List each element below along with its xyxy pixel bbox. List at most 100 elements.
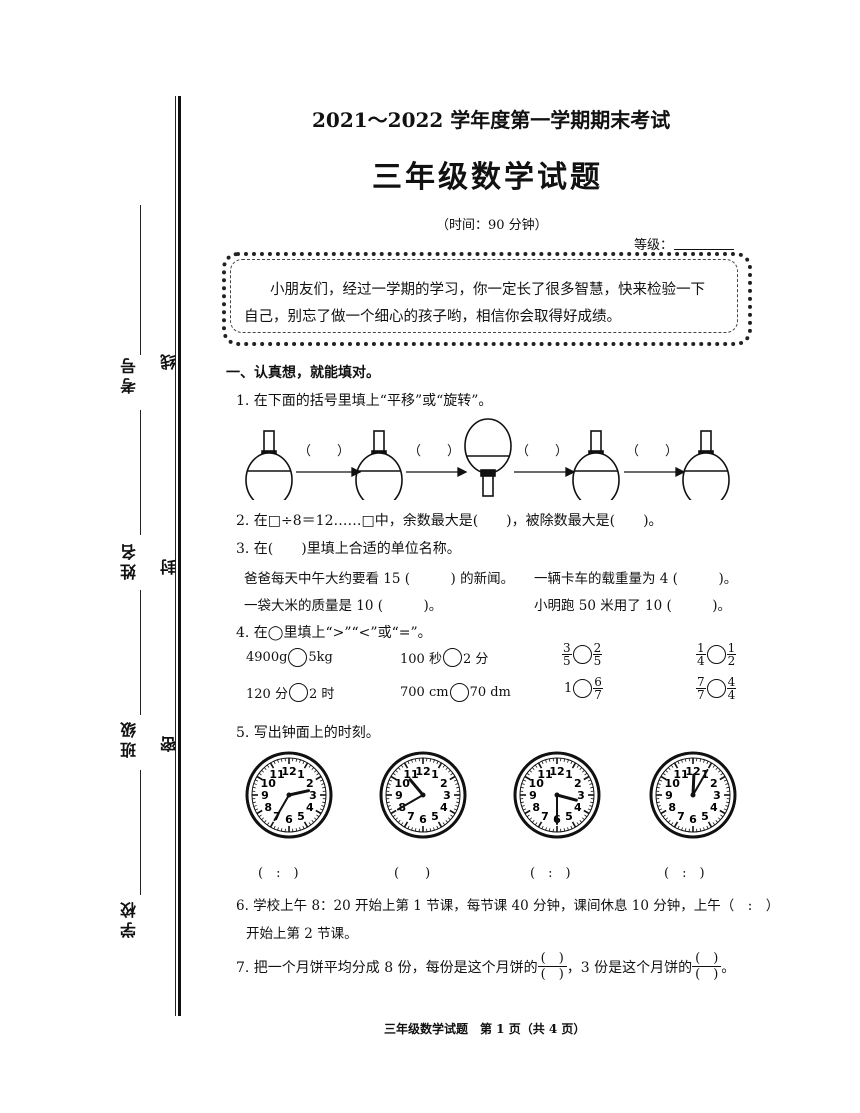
compare-circle[interactable] bbox=[442, 648, 462, 667]
hour-hand bbox=[691, 773, 696, 797]
clock-tick bbox=[321, 805, 325, 807]
clock-tick bbox=[706, 825, 709, 829]
clock-tick bbox=[395, 769, 399, 773]
clock-tick bbox=[670, 764, 674, 768]
clock-pivot bbox=[286, 792, 292, 798]
q6-line-1: 6. 学校上午 8：20 开始上第 1 节课，每节课 40 分钟，课间休息 10… bbox=[236, 898, 780, 914]
clock-tick bbox=[537, 821, 543, 828]
clock-tick bbox=[299, 759, 301, 763]
clock-numeral: 11 bbox=[673, 768, 688, 781]
clock-tick bbox=[529, 817, 533, 821]
compare-circle[interactable] bbox=[572, 645, 592, 664]
q5-blank-3[interactable]: ( : ) bbox=[530, 866, 571, 881]
q1-blank-2[interactable]: （ ） bbox=[408, 444, 461, 459]
q7-line: 7. 把一个月饼平均分成 8 份，每份是这个月饼的 ( )( ) ，3 份是这个… bbox=[236, 951, 736, 982]
clock-tick bbox=[436, 761, 439, 765]
clock-tick bbox=[665, 769, 669, 773]
clock-tick bbox=[659, 808, 663, 811]
q3-item-c: 一袋大米的质量是 10 ( )。 bbox=[244, 598, 443, 614]
clock-tick bbox=[589, 805, 593, 807]
grade-blank[interactable] bbox=[674, 249, 734, 250]
clock-tick bbox=[712, 764, 716, 768]
clock-numeral: 7 bbox=[541, 810, 549, 823]
clock-tick bbox=[684, 758, 687, 762]
clock-tick bbox=[707, 821, 713, 828]
clock-tick bbox=[571, 821, 577, 828]
clock-tick bbox=[657, 805, 661, 807]
clock-tick bbox=[261, 769, 265, 773]
compare-circle[interactable] bbox=[706, 679, 726, 698]
clock-tick bbox=[545, 759, 547, 763]
clock-tick bbox=[302, 761, 305, 765]
q6-line-2: 开始上第 2 节课。 bbox=[246, 926, 358, 942]
clock-tick bbox=[256, 809, 263, 815]
clock-tick bbox=[321, 783, 325, 785]
clock-tick bbox=[269, 762, 275, 769]
clock-tick bbox=[673, 762, 679, 769]
clock-tick bbox=[269, 821, 275, 828]
clock-tick bbox=[667, 767, 671, 771]
q5-blank-1[interactable]: ( : ) bbox=[258, 866, 299, 881]
clock-tick bbox=[392, 814, 396, 818]
grade-label: 等级： bbox=[634, 238, 674, 253]
q1-paddle-figure bbox=[245, 418, 730, 500]
compare-circle[interactable] bbox=[288, 683, 308, 702]
clock-tick bbox=[712, 822, 716, 826]
clock-tick bbox=[390, 809, 397, 815]
q7-fraction-blank-2[interactable]: ( )( ) bbox=[692, 951, 722, 982]
seal-secret-char: 密 bbox=[160, 732, 179, 752]
clock-numeral: 8 bbox=[264, 801, 272, 814]
clock-tick bbox=[576, 764, 580, 768]
clock-numeral: 8 bbox=[532, 801, 540, 814]
compare-circle[interactable] bbox=[706, 645, 726, 664]
clock-tick bbox=[453, 808, 457, 811]
clock-tick bbox=[570, 761, 573, 765]
clock-numeral: 1 bbox=[565, 768, 573, 781]
clock-tick bbox=[523, 779, 527, 782]
clock-tick bbox=[667, 819, 671, 823]
clock-tick bbox=[449, 809, 456, 815]
q7-fraction-blank-1[interactable]: ( )( ) bbox=[537, 951, 567, 982]
compare-circle[interactable] bbox=[449, 683, 469, 702]
clock-numeral: 2 bbox=[306, 777, 314, 790]
clock-tick bbox=[407, 761, 410, 765]
clock-tick bbox=[414, 758, 417, 762]
hour-hand bbox=[287, 789, 311, 797]
compare-circle[interactable] bbox=[573, 679, 593, 698]
clock-pivot bbox=[420, 792, 426, 798]
clock-tick bbox=[449, 775, 456, 781]
clock-tick bbox=[299, 827, 301, 831]
clock-tick bbox=[579, 819, 583, 823]
clock-tick bbox=[523, 808, 527, 811]
clock-tick bbox=[403, 821, 409, 828]
clock-tick bbox=[660, 775, 667, 781]
q1-blank-4[interactable]: （ ） bbox=[626, 444, 679, 459]
clock-tick bbox=[531, 767, 535, 771]
q5-blank-4[interactable]: ( : ) bbox=[664, 866, 705, 881]
clock-tick bbox=[567, 827, 569, 831]
clock-tick bbox=[442, 822, 446, 826]
clock-tick bbox=[720, 772, 724, 776]
clock-tick bbox=[315, 775, 322, 781]
q1-blank-1[interactable]: （ ） bbox=[298, 444, 351, 459]
clock-tick bbox=[534, 822, 538, 826]
clock-tick bbox=[302, 825, 305, 829]
clock-tick bbox=[720, 814, 724, 818]
clock-numeral: 11 bbox=[269, 768, 284, 781]
clock-numeral: 9 bbox=[395, 789, 403, 802]
clock-numeral: 4 bbox=[710, 801, 718, 814]
clock-tick bbox=[725, 805, 729, 807]
class-underline bbox=[140, 590, 141, 715]
clock-tick bbox=[436, 825, 439, 829]
q5-blank-2[interactable]: ( ) bbox=[394, 866, 431, 881]
paddle-4 bbox=[572, 430, 620, 500]
compare-circle[interactable] bbox=[288, 648, 308, 667]
clock-tick bbox=[681, 827, 683, 831]
q3-item-d: 小明跑 50 米用了 10 ( )。 bbox=[534, 598, 732, 614]
clock-tick bbox=[256, 775, 263, 781]
clock-tick bbox=[587, 808, 591, 811]
clock-tick bbox=[252, 801, 256, 804]
q1-blank-3[interactable]: （ ） bbox=[516, 444, 569, 459]
